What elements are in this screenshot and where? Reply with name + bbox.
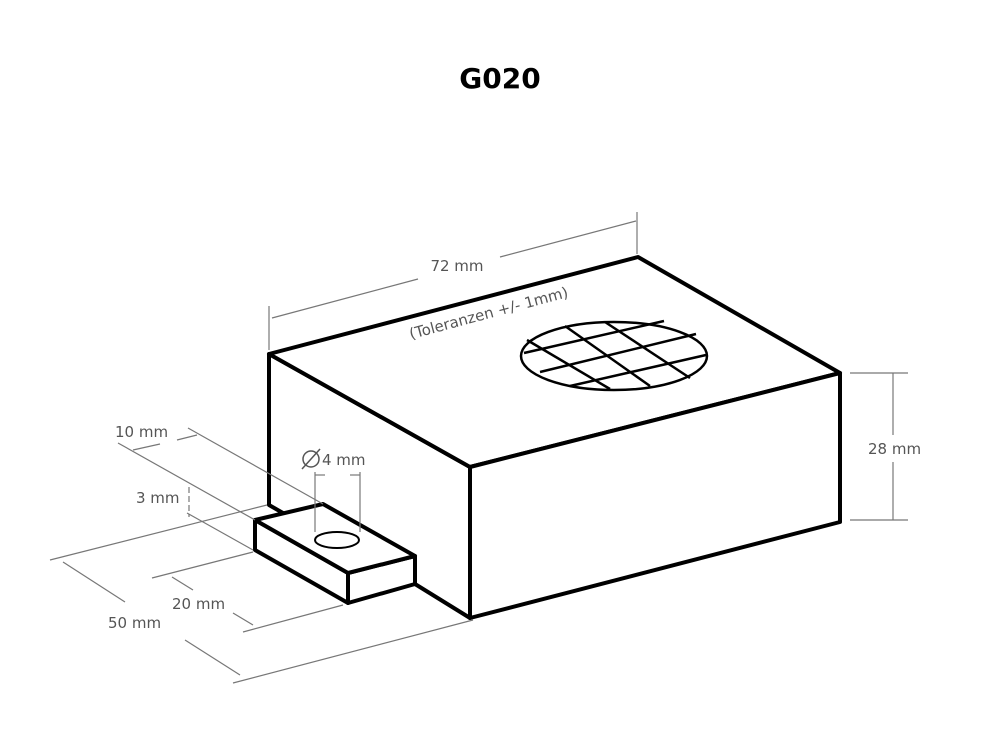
tab-width-label: 10 mm — [115, 423, 168, 441]
height-label: 28 mm — [868, 440, 921, 458]
tab-height-label: 3 mm — [136, 489, 180, 507]
mounting-hole — [314, 531, 360, 549]
dimension-lines — [49, 212, 908, 684]
speaker-grille — [519, 319, 709, 392]
tab-length-label: 20 mm — [172, 595, 225, 613]
hole-diameter-label: 4 mm — [301, 448, 366, 470]
mounting-tab — [253, 502, 417, 605]
box-front-face — [468, 371, 842, 620]
svg-text:4 mm: 4 mm — [322, 451, 366, 469]
depth-label: 50 mm — [108, 614, 161, 632]
diameter-icon — [301, 448, 321, 470]
housing-box — [267, 255, 842, 620]
drawing-title: G020 — [459, 62, 541, 95]
length-label: 72 mm — [430, 257, 483, 275]
